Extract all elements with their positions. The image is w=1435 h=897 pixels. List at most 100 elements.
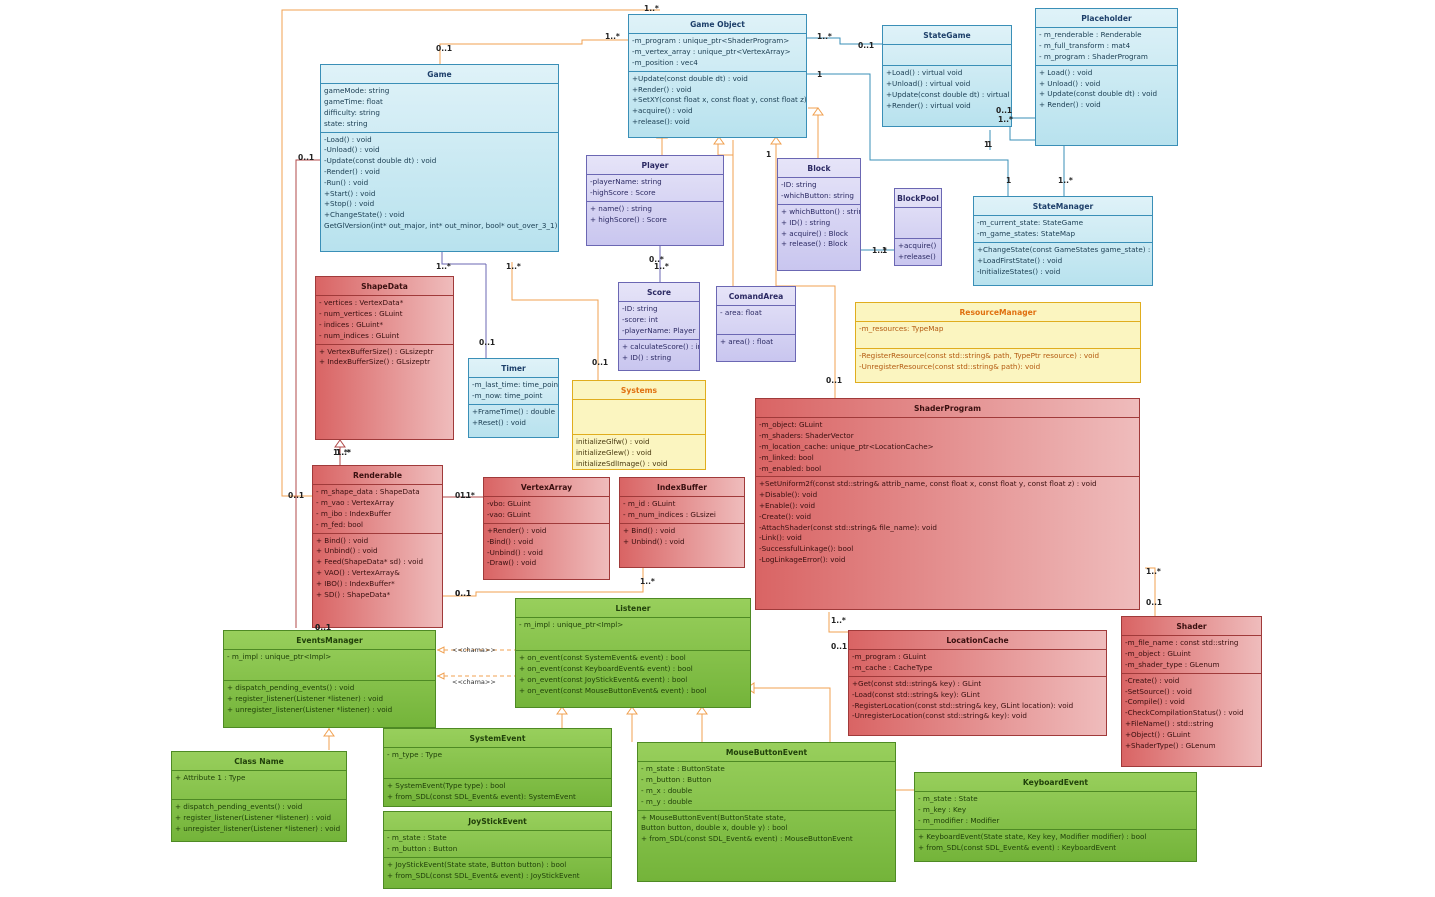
operation: -UnregisterResource(const std::string& p… (859, 362, 1041, 372)
operation: -Create(): void (759, 511, 812, 521)
attribute: - vertices : VertexData* (319, 298, 404, 308)
class-system-event[interactable]: SystemEvent - m_type : Type + SystemEven… (383, 728, 612, 807)
multiplicity-label: 1..* (1058, 176, 1073, 185)
class-game-object[interactable]: Game Object -m_program : unique_ptr<Shad… (628, 14, 807, 138)
operation: + Unbind() : void (623, 536, 685, 546)
class-title: Player (641, 161, 669, 170)
operation: +release() (898, 252, 936, 262)
class-events-manager[interactable]: EventsManager - m_impl : unique_ptr<Impl… (223, 630, 436, 728)
class-title: EventsManager (296, 636, 363, 645)
operation: +Enable(): void (759, 500, 816, 510)
operation: + VAO() : VertexArray& (316, 567, 400, 577)
attribute: -m_object: GLuint (759, 420, 823, 430)
class-block-pool[interactable]: BlockPool +acquire() +release() (894, 188, 942, 266)
attribute: -m_program : GLuint (852, 652, 927, 662)
class-placeholder[interactable]: Placeholder - m_renderable : Renderable … (1035, 8, 1178, 146)
multiplicity-label: 1..* (605, 32, 620, 41)
operation: + name() : string (590, 203, 652, 213)
class-title: Score (646, 288, 672, 297)
class-class-name[interactable]: Class Name + Attribute 1 : Type + dispat… (171, 751, 347, 842)
attribute: -m_program : unique_ptr<ShaderProgram> (632, 36, 790, 46)
multiplicity-label: 0..1 (831, 642, 848, 651)
class-shape-data[interactable]: ShapeData - vertices : VertexData* - num… (315, 276, 454, 440)
operation: initializeGlfw() : void (576, 437, 650, 447)
class-renderable[interactable]: Renderable - m_shape_data : ShapeData - … (312, 465, 443, 628)
class-player[interactable]: Player -playerName: string -highScore : … (586, 155, 724, 246)
class-comand-area[interactable]: ComandArea - area: float + area() : floa… (716, 286, 796, 362)
class-title: Class Name (234, 757, 284, 766)
operation: +Update(const double dt) : void (632, 73, 748, 83)
class-vertex-array[interactable]: VertexArray -vbo: GLuint -vao: GLuint +R… (483, 477, 610, 580)
class-title: LocationCache (946, 636, 1009, 645)
attribute: -playerName: Player (622, 325, 696, 335)
multiplicity-label: 0..1 (996, 106, 1013, 115)
class-timer[interactable]: Timer -m_last_time: time_point -m_now: t… (468, 358, 559, 438)
attribute: - m_state : State (387, 833, 447, 843)
class-listener[interactable]: Listener - m_impl : unique_ptr<Impl> + o… (515, 598, 751, 708)
operation: + Render() : void (1039, 100, 1101, 110)
operation: -Compile() : void (1125, 697, 1185, 707)
class-title: SystemEvent (469, 734, 526, 743)
attribute: -m_location_cache: unique_ptr<LocationCa… (759, 441, 934, 451)
class-shader-program[interactable]: ShaderProgram -m_object: GLuint -m_shade… (755, 398, 1140, 610)
class-shader[interactable]: Shader -m_file_name : const std::string … (1121, 616, 1262, 767)
class-score[interactable]: Score -ID: string -score: int -playerNam… (618, 282, 700, 371)
class-title: Listener (615, 604, 651, 613)
class-state-manager[interactable]: StateManager -m_current_state: StateGame… (973, 196, 1153, 286)
class-resource-manager[interactable]: ResourceManager -m_resources: TypeMap -R… (855, 302, 1141, 383)
operation: -Unload() : void (324, 145, 380, 155)
class-state-game[interactable]: StateGame +Load() : virtual void +Unload… (882, 25, 1012, 127)
attribute: -m_enabled: bool (759, 463, 822, 473)
operation: initializeSdlImage() : void (576, 458, 668, 468)
attribute: -m_object : GLuint (1125, 649, 1191, 659)
class-title: ShaderProgram (913, 404, 982, 413)
attribute: - num_indices : GLuint (319, 330, 400, 340)
operation: -CheckCompilationStatus() : void (1125, 708, 1244, 718)
class-title: ShapeData (361, 282, 408, 291)
operation: +FileName() : std::string (1125, 718, 1214, 728)
class-mouse-button-event[interactable]: MouseButtonEvent - m_state : ButtonState… (637, 742, 896, 882)
multiplicity-label: 0..1 (1146, 598, 1163, 607)
class-title: ComandArea (728, 292, 784, 301)
multiplicity-label: 1..* (998, 115, 1013, 124)
attribute: -m_shader_type : GLenum (1125, 659, 1220, 669)
attribute: -ID: string (622, 304, 658, 314)
multiplicity-label: 0..1 (455, 491, 472, 500)
operation: +Stop() : void (324, 199, 375, 209)
class-systems[interactable]: Systems initializeGlfw() : void initiali… (572, 380, 706, 470)
class-title: Renderable (352, 471, 403, 480)
attribute: - m_full_transform : mat4 (1039, 41, 1131, 51)
operation: +Load() : virtual void (886, 68, 963, 78)
class-index-buffer[interactable]: IndexBuffer - m_id : GLuint - m_num_indi… (619, 477, 745, 568)
operation: +Reset() : void (472, 417, 526, 427)
operation: initializeGlew() : void (576, 448, 652, 458)
multiplicity-label: 1 (1006, 176, 1012, 185)
operation: -Update(const double dt) : void (324, 156, 437, 166)
attribute: -m_resources: TypeMap (859, 324, 944, 334)
class-block[interactable]: Block -ID: string -whichButton: string +… (777, 158, 861, 271)
attribute: - m_y : double (641, 796, 693, 806)
attribute: -m_vertex_array : unique_ptr<VertexArray… (632, 47, 791, 57)
attribute: - m_id : GLuint (623, 499, 676, 509)
operation: + calculateScore() : int (622, 341, 700, 351)
class-keyboard-event[interactable]: KeyboardEvent - m_state : State - m_key … (914, 772, 1197, 862)
class-location-cache[interactable]: LocationCache -m_program : GLuint -m_cac… (848, 630, 1107, 736)
class-game[interactable]: Game gameMode: string gameTime: float di… (320, 64, 559, 252)
multiplicity-label: 1..* (817, 32, 832, 41)
attribute: - m_ibo : IndexBuffer (316, 508, 392, 518)
attribute: - m_impl : unique_ptr<Impl> (227, 652, 332, 662)
operation: + IBO() : IndexBuffer* (316, 578, 395, 588)
attribute: -vbo: GLuint (487, 499, 531, 509)
attribute: -m_cache : CacheType (852, 663, 933, 673)
attribute: - area: float (720, 308, 762, 318)
operation: + JoyStickEvent(State state, Button butt… (387, 859, 567, 869)
operation: + Unload() : void (1039, 78, 1101, 88)
multiplicity-label: 1..* (644, 4, 659, 13)
operation: -RegisterResource(const std::string& pat… (859, 351, 1100, 361)
stereotype-label: <<chama>> (452, 646, 496, 654)
class-joystick-event[interactable]: JoyStickEvent - m_state : State - m_butt… (383, 811, 612, 889)
attribute: - m_button : Button (641, 775, 712, 785)
multiplicity-label: 0..1 (315, 623, 332, 632)
multiplicity-label: 1 (817, 70, 823, 79)
class-title: Timer (501, 364, 526, 373)
